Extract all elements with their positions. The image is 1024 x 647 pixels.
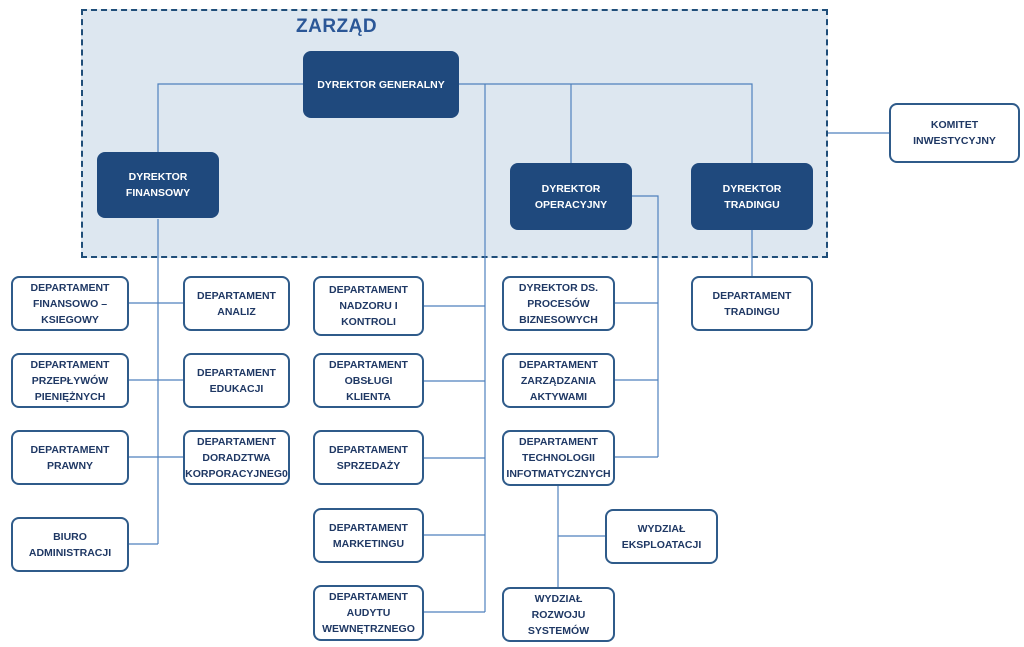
box-wydzial-rozwoju[interactable]: WYDZIAŁ ROZWOJU SYSTEMÓW: [502, 587, 615, 642]
box-dyrektor-tradingu[interactable]: DYREKTOR TRADINGU: [691, 163, 813, 230]
box-departament-nadzoru[interactable]: DEPARTAMENT NADZORU I KONTROLI: [313, 276, 424, 336]
box-dyrektor-finansowy[interactable]: DYREKTOR FINANSOWY: [97, 152, 219, 218]
box-departament-technologii[interactable]: DEPARTAMENT TECHNOLOGII INFOTMATYCZNYCH: [502, 430, 615, 486]
box-biuro-administracji[interactable]: BIURO ADMINISTRACJI: [11, 517, 129, 572]
box-departament-przeplywow[interactable]: DEPARTAMENT PRZEPŁYWÓW PIENIĘŻNYCH: [11, 353, 129, 408]
box-komitet-inwestycyjny[interactable]: KOMITET INWESTYCYJNY: [889, 103, 1020, 163]
connector-coo-trunk: [632, 195, 659, 457]
box-departament-tradingu[interactable]: DEPARTAMENT TRADINGU: [691, 276, 813, 331]
box-dyrektor-operacyjny[interactable]: DYREKTOR OPERACYJNY: [510, 163, 632, 230]
box-departament-obslugi[interactable]: DEPARTAMENT OBSŁUGI KLIENTA: [313, 353, 424, 408]
box-departament-aktywami[interactable]: DEPARTAMENT ZARZĄDZANIA AKTYWAMI: [502, 353, 615, 408]
board-title: ZARZĄD: [296, 16, 378, 37]
box-dyrektor-generalny[interactable]: DYREKTOR GENERALNY: [303, 51, 459, 118]
box-departament-edukacji[interactable]: DEPARTAMENT EDUKACJI: [183, 353, 290, 408]
box-departament-prawny[interactable]: DEPARTAMENT PRAWNY: [11, 430, 129, 485]
box-departament-analiz[interactable]: DEPARTAMENT ANALIZ: [183, 276, 290, 331]
box-dyrektor-procesow[interactable]: DYREKTOR DS. PROCESÓW BIZNESOWYCH: [502, 276, 615, 331]
box-wydzial-eksploatacji[interactable]: WYDZIAŁ EKSPLOATACJI: [605, 509, 718, 564]
box-departament-sprzedazy[interactable]: DEPARTAMENT SPRZEDAŻY: [313, 430, 424, 485]
box-departament-audytu[interactable]: DEPARTAMENT AUDYTU WEWNĘTRZNEGO: [313, 585, 424, 641]
box-departament-doradztwa[interactable]: DEPARTAMENT DORADZTWA KORPORACYJNEG0: [183, 430, 290, 485]
box-departament-marketingu[interactable]: DEPARTAMENT MARKETINGU: [313, 508, 424, 563]
box-departament-finansowo-ksiegowy[interactable]: DEPARTAMENT FINANSOWO – KSIEGOWY: [11, 276, 129, 331]
